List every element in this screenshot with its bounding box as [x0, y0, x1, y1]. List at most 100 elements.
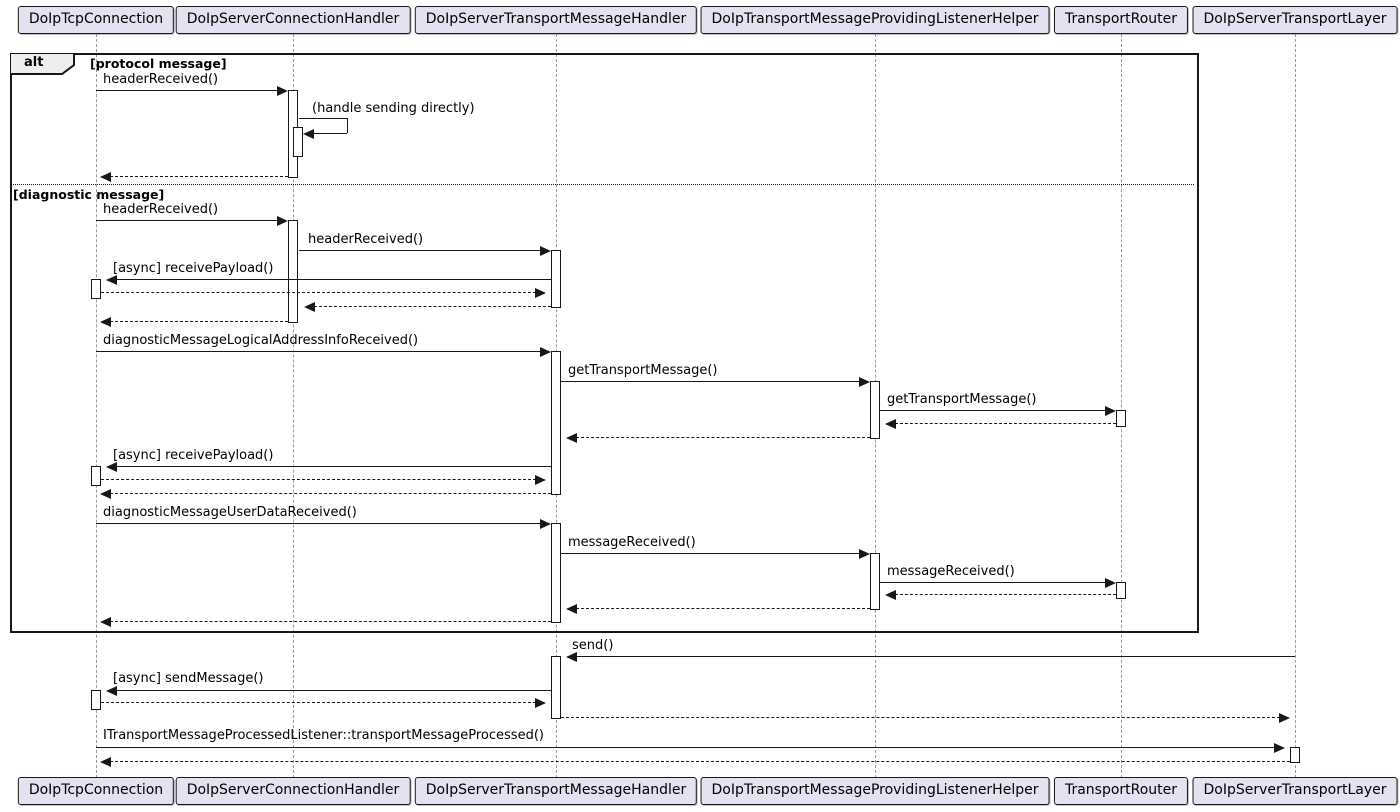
participant-top-4: TransportRouter: [1053, 6, 1189, 34]
arrow-head: [859, 549, 870, 559]
message-arrow: [116, 690, 551, 691]
message-arrow-self: [299, 118, 347, 119]
arrow-head: [859, 377, 870, 387]
arrow-head: [885, 419, 896, 429]
message-label: [async] receivePayload(): [113, 261, 274, 276]
message-arrow: [96, 351, 541, 352]
message-label: headerReceived(): [103, 72, 219, 87]
message-arrow: [116, 279, 551, 280]
message-label: diagnosticMessageLogicalAddressInfoRecei…: [103, 333, 419, 348]
activation-bar: [870, 553, 880, 610]
arrow-head: [566, 604, 577, 614]
lifeline: [1295, 34, 1296, 778]
message-arrow: [299, 250, 541, 251]
activation-bar: [293, 127, 303, 157]
message-arrow: [96, 523, 541, 524]
arrow-head: [277, 86, 288, 96]
message-label: getTransportMessage(): [887, 392, 1037, 407]
message-arrow: [116, 466, 551, 467]
arrow-head: [540, 246, 551, 256]
message-label: headerReceived(): [103, 202, 219, 217]
message-arrow: [880, 410, 1106, 411]
message-arrow: [576, 656, 1295, 657]
alt-operator-label: alt: [24, 55, 44, 70]
return-arrow: [576, 608, 870, 609]
participant-bottom-4: TransportRouter: [1053, 777, 1189, 805]
participant-top-3: DoIpTransportMessageProvidingListenerHel…: [700, 6, 1050, 34]
message-arrow: [96, 90, 278, 91]
arrow-head: [885, 590, 896, 600]
message-label: [async] receivePayload(): [113, 448, 274, 463]
arrow-head: [535, 698, 546, 708]
arrow-head: [1105, 406, 1116, 416]
lifeline: [96, 34, 97, 778]
participant-top-2: DoIpServerTransportMessageHandler: [414, 6, 698, 34]
message-arrow: [880, 582, 1106, 583]
arrow-head: [540, 347, 551, 357]
return-arrow: [576, 437, 870, 438]
message-arrow-self: [314, 133, 347, 134]
message-arrow-self: [347, 118, 348, 133]
arrow-head: [100, 489, 111, 499]
arrow-head: [540, 519, 551, 529]
message-label: (handle sending directly): [312, 101, 475, 116]
message-label: messageReceived(): [568, 535, 696, 550]
return-arrow: [895, 423, 1116, 424]
lifeline: [1121, 34, 1122, 778]
arrow-head: [566, 433, 577, 443]
message-label: headerReceived(): [308, 232, 424, 247]
activation-bar: [91, 466, 101, 486]
activation-bar: [870, 381, 880, 439]
activation-bar: [91, 690, 101, 710]
participant-bottom-1: DoIpServerConnectionHandler: [175, 777, 411, 805]
arrow-head: [1105, 578, 1116, 588]
activation-bar: [551, 351, 561, 495]
activation-bar: [1116, 582, 1126, 599]
return-arrow: [895, 594, 1116, 595]
alt-guard-protocol: [protocol message]: [90, 56, 227, 71]
arrow-head: [106, 686, 117, 696]
return-arrow: [110, 321, 288, 322]
return-arrow: [101, 292, 536, 293]
message-label: ITransportMessageProcessedListener::tran…: [103, 728, 544, 743]
activation-bar: [91, 279, 101, 299]
participant-top-0: DoIpTcpConnection: [17, 6, 175, 34]
arrow-head: [1274, 743, 1285, 753]
message-arrow: [561, 553, 860, 554]
arrow-head: [277, 216, 288, 226]
activation-bar: [1116, 410, 1126, 427]
arrow-head: [303, 129, 314, 139]
arrow-head: [106, 275, 117, 285]
message-label: send(): [572, 638, 614, 653]
participant-bottom-2: DoIpServerTransportMessageHandler: [414, 777, 698, 805]
message-label: [async] sendMessage(): [113, 671, 264, 686]
arrow-head: [1279, 713, 1290, 723]
arrow-head: [566, 652, 577, 662]
lifeline: [293, 34, 294, 778]
alt-divider: [11, 184, 1194, 185]
participant-bottom-3: DoIpTransportMessageProvidingListenerHel…: [700, 777, 1050, 805]
message-arrow: [96, 220, 278, 221]
arrow-head: [535, 475, 546, 485]
return-arrow: [561, 717, 1280, 718]
alt-guard-diagnostic: [diagnostic message]: [13, 187, 165, 202]
activation-bar: [1290, 747, 1300, 763]
return-arrow: [314, 306, 551, 307]
return-arrow: [110, 493, 551, 494]
activation-bar: [551, 250, 561, 308]
message-label: messageReceived(): [887, 564, 1015, 579]
alt-frame: [10, 53, 1199, 633]
return-arrow: [101, 479, 536, 480]
participant-top-5: DoIpServerTransportLayer: [1192, 6, 1398, 34]
activation-bar: [288, 220, 298, 323]
arrow-head: [100, 757, 111, 767]
message-label: diagnosticMessageUserDataReceived(): [103, 505, 357, 520]
activation-bar: [551, 523, 561, 623]
arrow-head: [106, 462, 117, 472]
return-arrow: [110, 176, 288, 177]
return-arrow: [101, 702, 536, 703]
return-arrow: [110, 621, 551, 622]
message-label: getTransportMessage(): [568, 363, 718, 378]
alt-operator-pentagon: [10, 53, 76, 76]
